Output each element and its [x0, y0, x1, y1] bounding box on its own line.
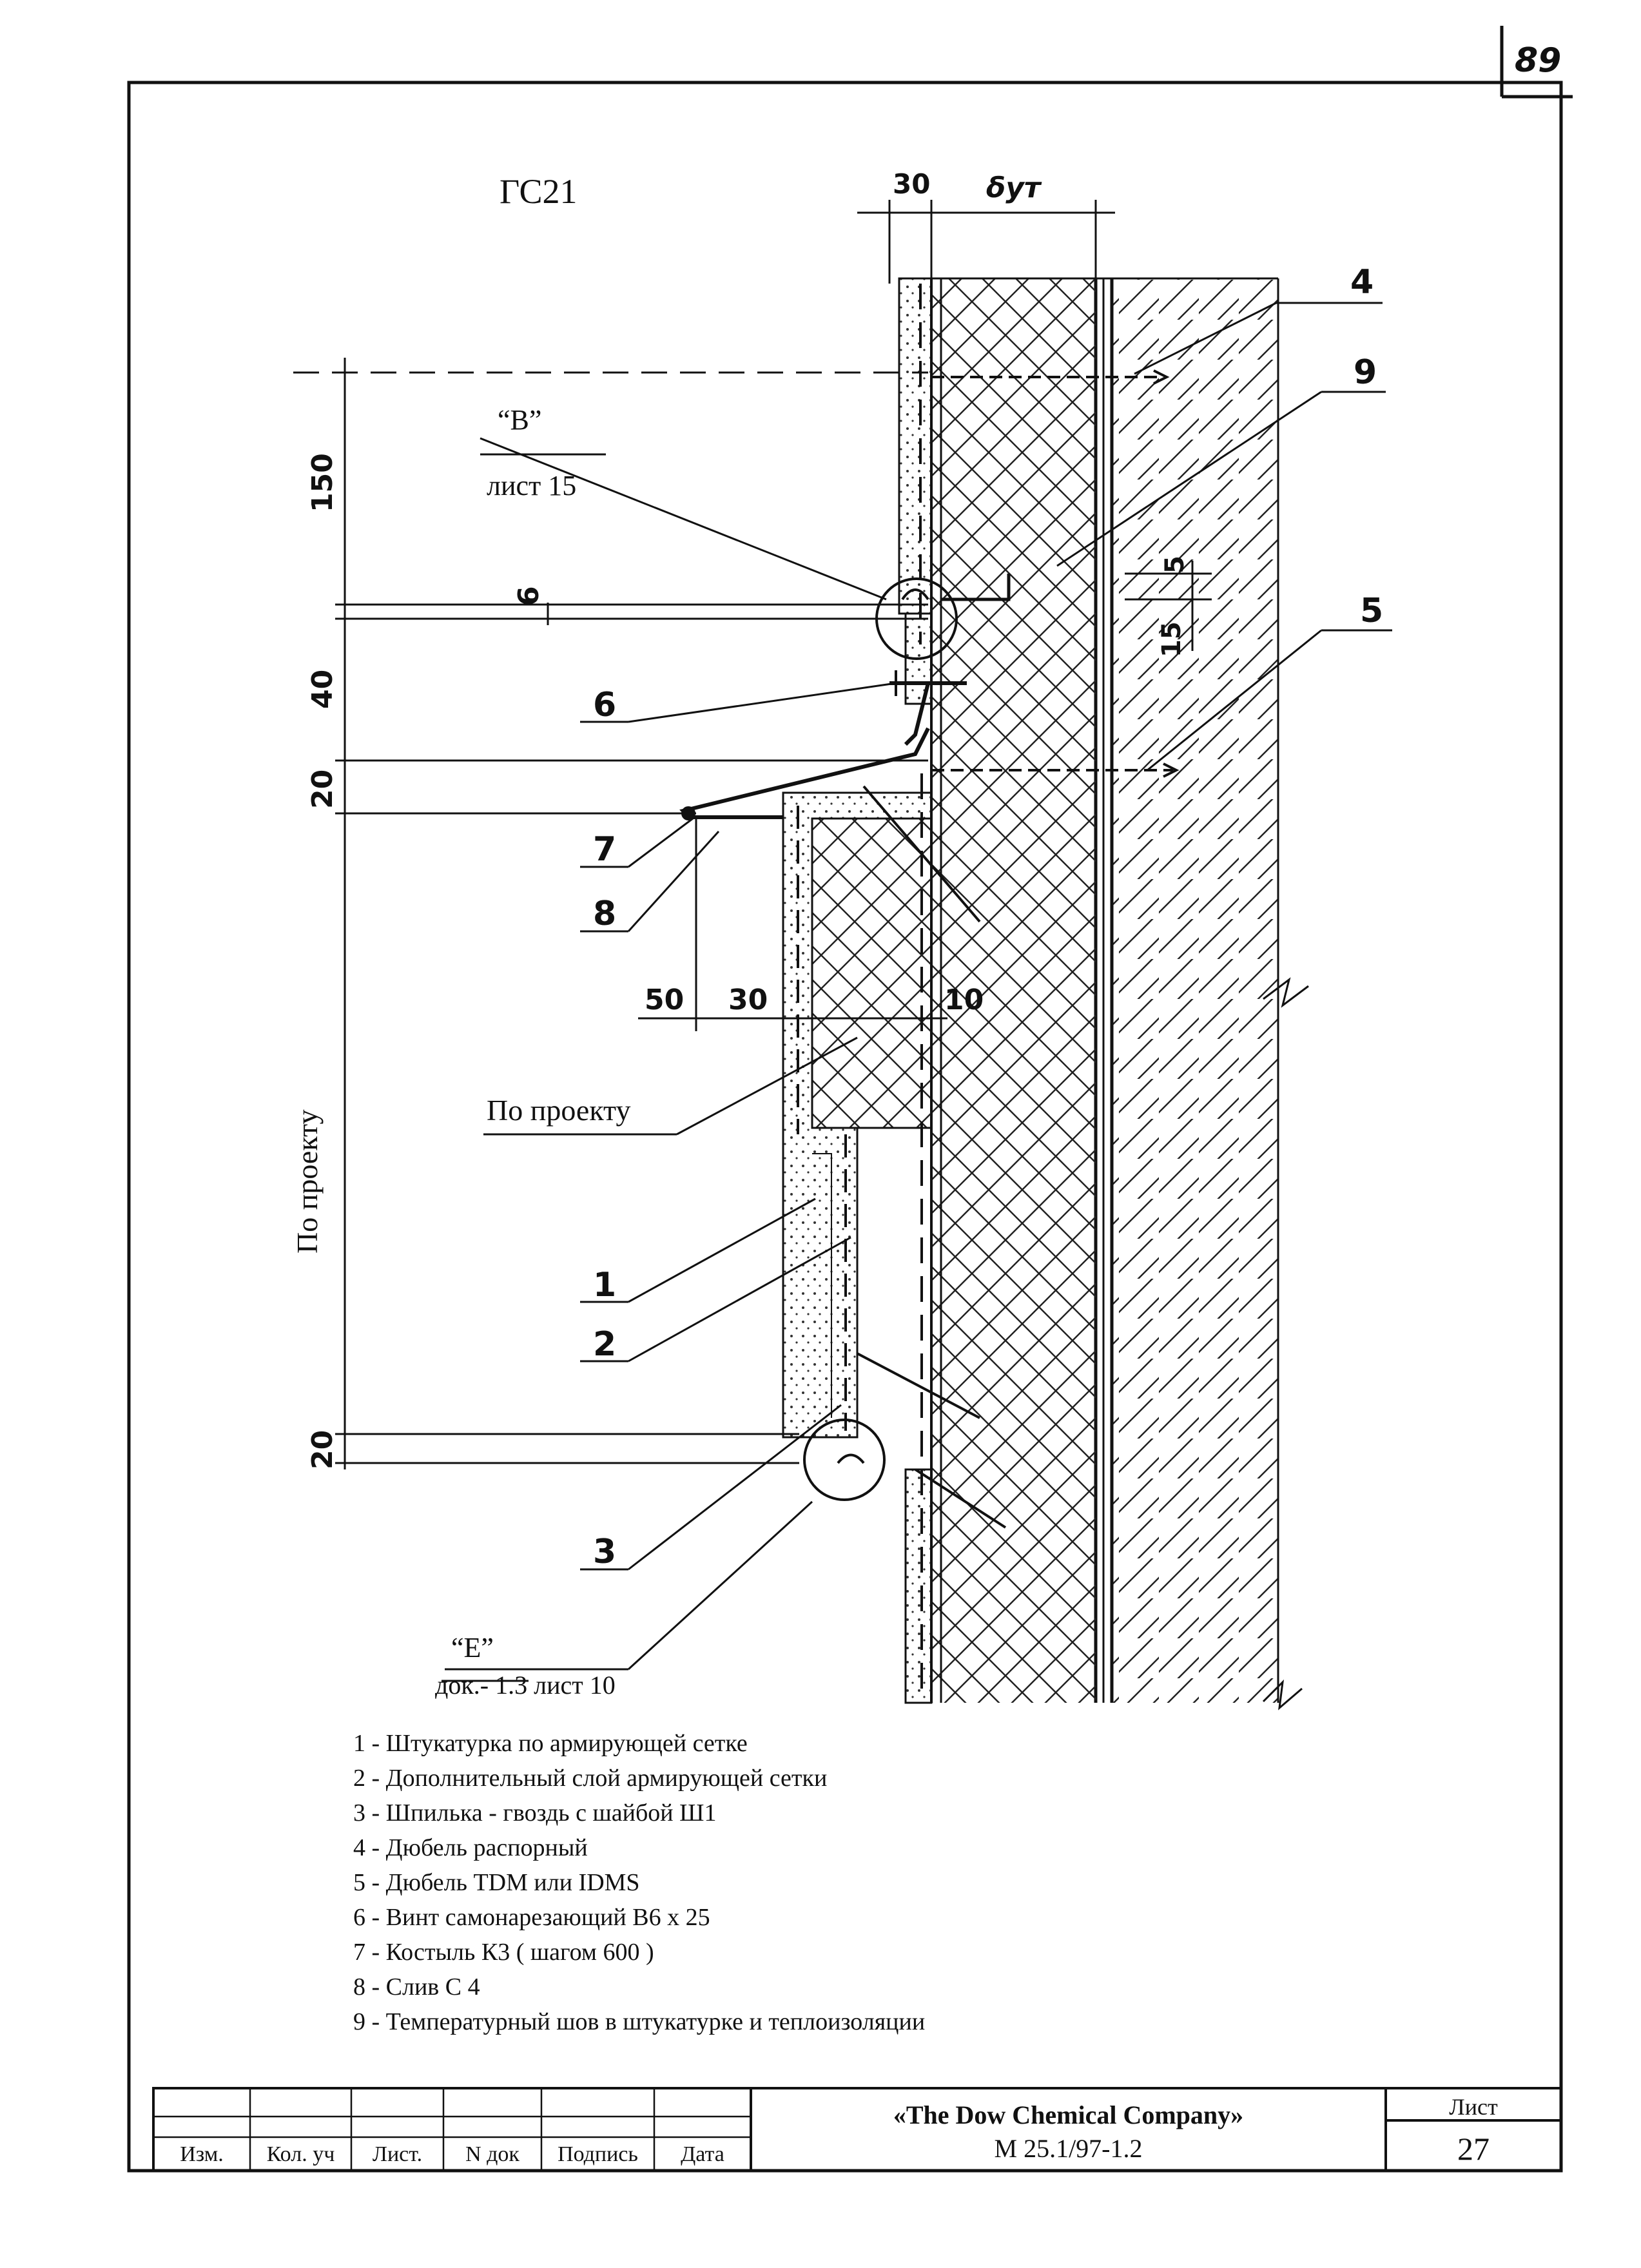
- sheet-number-top: 89: [1515, 41, 1562, 80]
- legend: 1 - Штукатурка по армирующей сетке 2 - Д…: [353, 1726, 925, 2039]
- masonry-wall: [1094, 278, 1309, 1711]
- by-project-label: По проекту: [487, 1094, 631, 1127]
- ref-b-sheet: лист 15: [487, 470, 577, 501]
- callout-7: 7: [593, 830, 617, 869]
- dim-bottom-10: 10: [944, 984, 984, 1016]
- ref-b-label: “В”: [498, 404, 542, 436]
- tb-header-list: Лист.: [372, 2142, 423, 2166]
- drawing-code: ГС21: [500, 172, 578, 211]
- dim-left-20-upper: 20: [306, 769, 339, 809]
- callout-3: 3: [593, 1533, 617, 1571]
- legend-item: 3 - Шпилька - гвоздь с шайбой Ш1: [353, 1799, 717, 1827]
- callout-8: 8: [593, 895, 617, 933]
- callout-1: 1: [593, 1266, 617, 1304]
- dim-bottom-30: 30: [728, 984, 768, 1016]
- legend-item: 6 - Винт самонарезающий В6 х 25: [353, 1904, 710, 1931]
- tb-header-podpis: Подпись: [558, 2142, 638, 2166]
- dim-top-delta: δут: [986, 171, 1041, 204]
- legend-item: 9 - Температурный шов в штукатурке и теп…: [353, 2008, 926, 2035]
- legend-item: 8 - Слив С 4: [353, 1973, 480, 2001]
- legend-item: 5 - Дюбель TDM или IDMS: [353, 1869, 640, 1896]
- ref-e-doc: док.- 1.3 лист 10: [435, 1671, 616, 1700]
- legend-item: 4 - Дюбель распорный: [353, 1834, 588, 1861]
- tb-sheet-value: 27: [1457, 2131, 1490, 2167]
- callout-4: 4: [1350, 263, 1374, 302]
- callout-2: 2: [593, 1325, 617, 1364]
- dim-left-6: 6: [512, 586, 545, 606]
- dim-top-30: 30: [893, 168, 931, 200]
- dim-left-by-project: По проекту: [291, 1109, 324, 1254]
- tb-header-izm: Изм.: [180, 2142, 224, 2166]
- tb-doc-code: М 25.1/97-1.2: [994, 2134, 1143, 2163]
- dim-right-5: 5: [1160, 556, 1190, 574]
- callout-6: 6: [593, 686, 617, 724]
- dim-left-150: 150: [306, 453, 339, 512]
- fasteners: [857, 369, 1180, 1529]
- title-block: [152, 2087, 1562, 2172]
- insulation-layer: [811, 277, 1278, 1703]
- callout-9: 9: [1354, 353, 1377, 392]
- dim-bottom-50: 50: [645, 984, 685, 1016]
- legend-item: 1 - Штукатурка по армирующей сетке: [353, 1730, 748, 1757]
- callout-5: 5: [1360, 592, 1384, 630]
- legend-item: 7 - Костыль К3 ( шагом 600 ): [353, 1939, 654, 1966]
- plaster-layer: [782, 277, 933, 1704]
- dimension-lines: [293, 200, 1212, 1469]
- dim-left-20-lower: 20: [306, 1430, 339, 1469]
- tb-header-data: Дата: [681, 2142, 724, 2166]
- tb-sheet-label: Лист: [1449, 2094, 1498, 2120]
- ref-e-label: “Е”: [451, 1632, 494, 1663]
- dim-right-15: 15: [1157, 621, 1187, 657]
- tb-company: «The Dow Chemical Company»: [893, 2100, 1244, 2129]
- tb-header-n-dok: N док: [465, 2142, 519, 2166]
- dim-left-40: 40: [306, 669, 339, 709]
- leader-lines: [442, 302, 1392, 1682]
- tb-header-kol-uch: Кол. уч: [266, 2142, 335, 2166]
- legend-item: 2 - Дополнительный слой армирующей сетки: [353, 1765, 828, 1792]
